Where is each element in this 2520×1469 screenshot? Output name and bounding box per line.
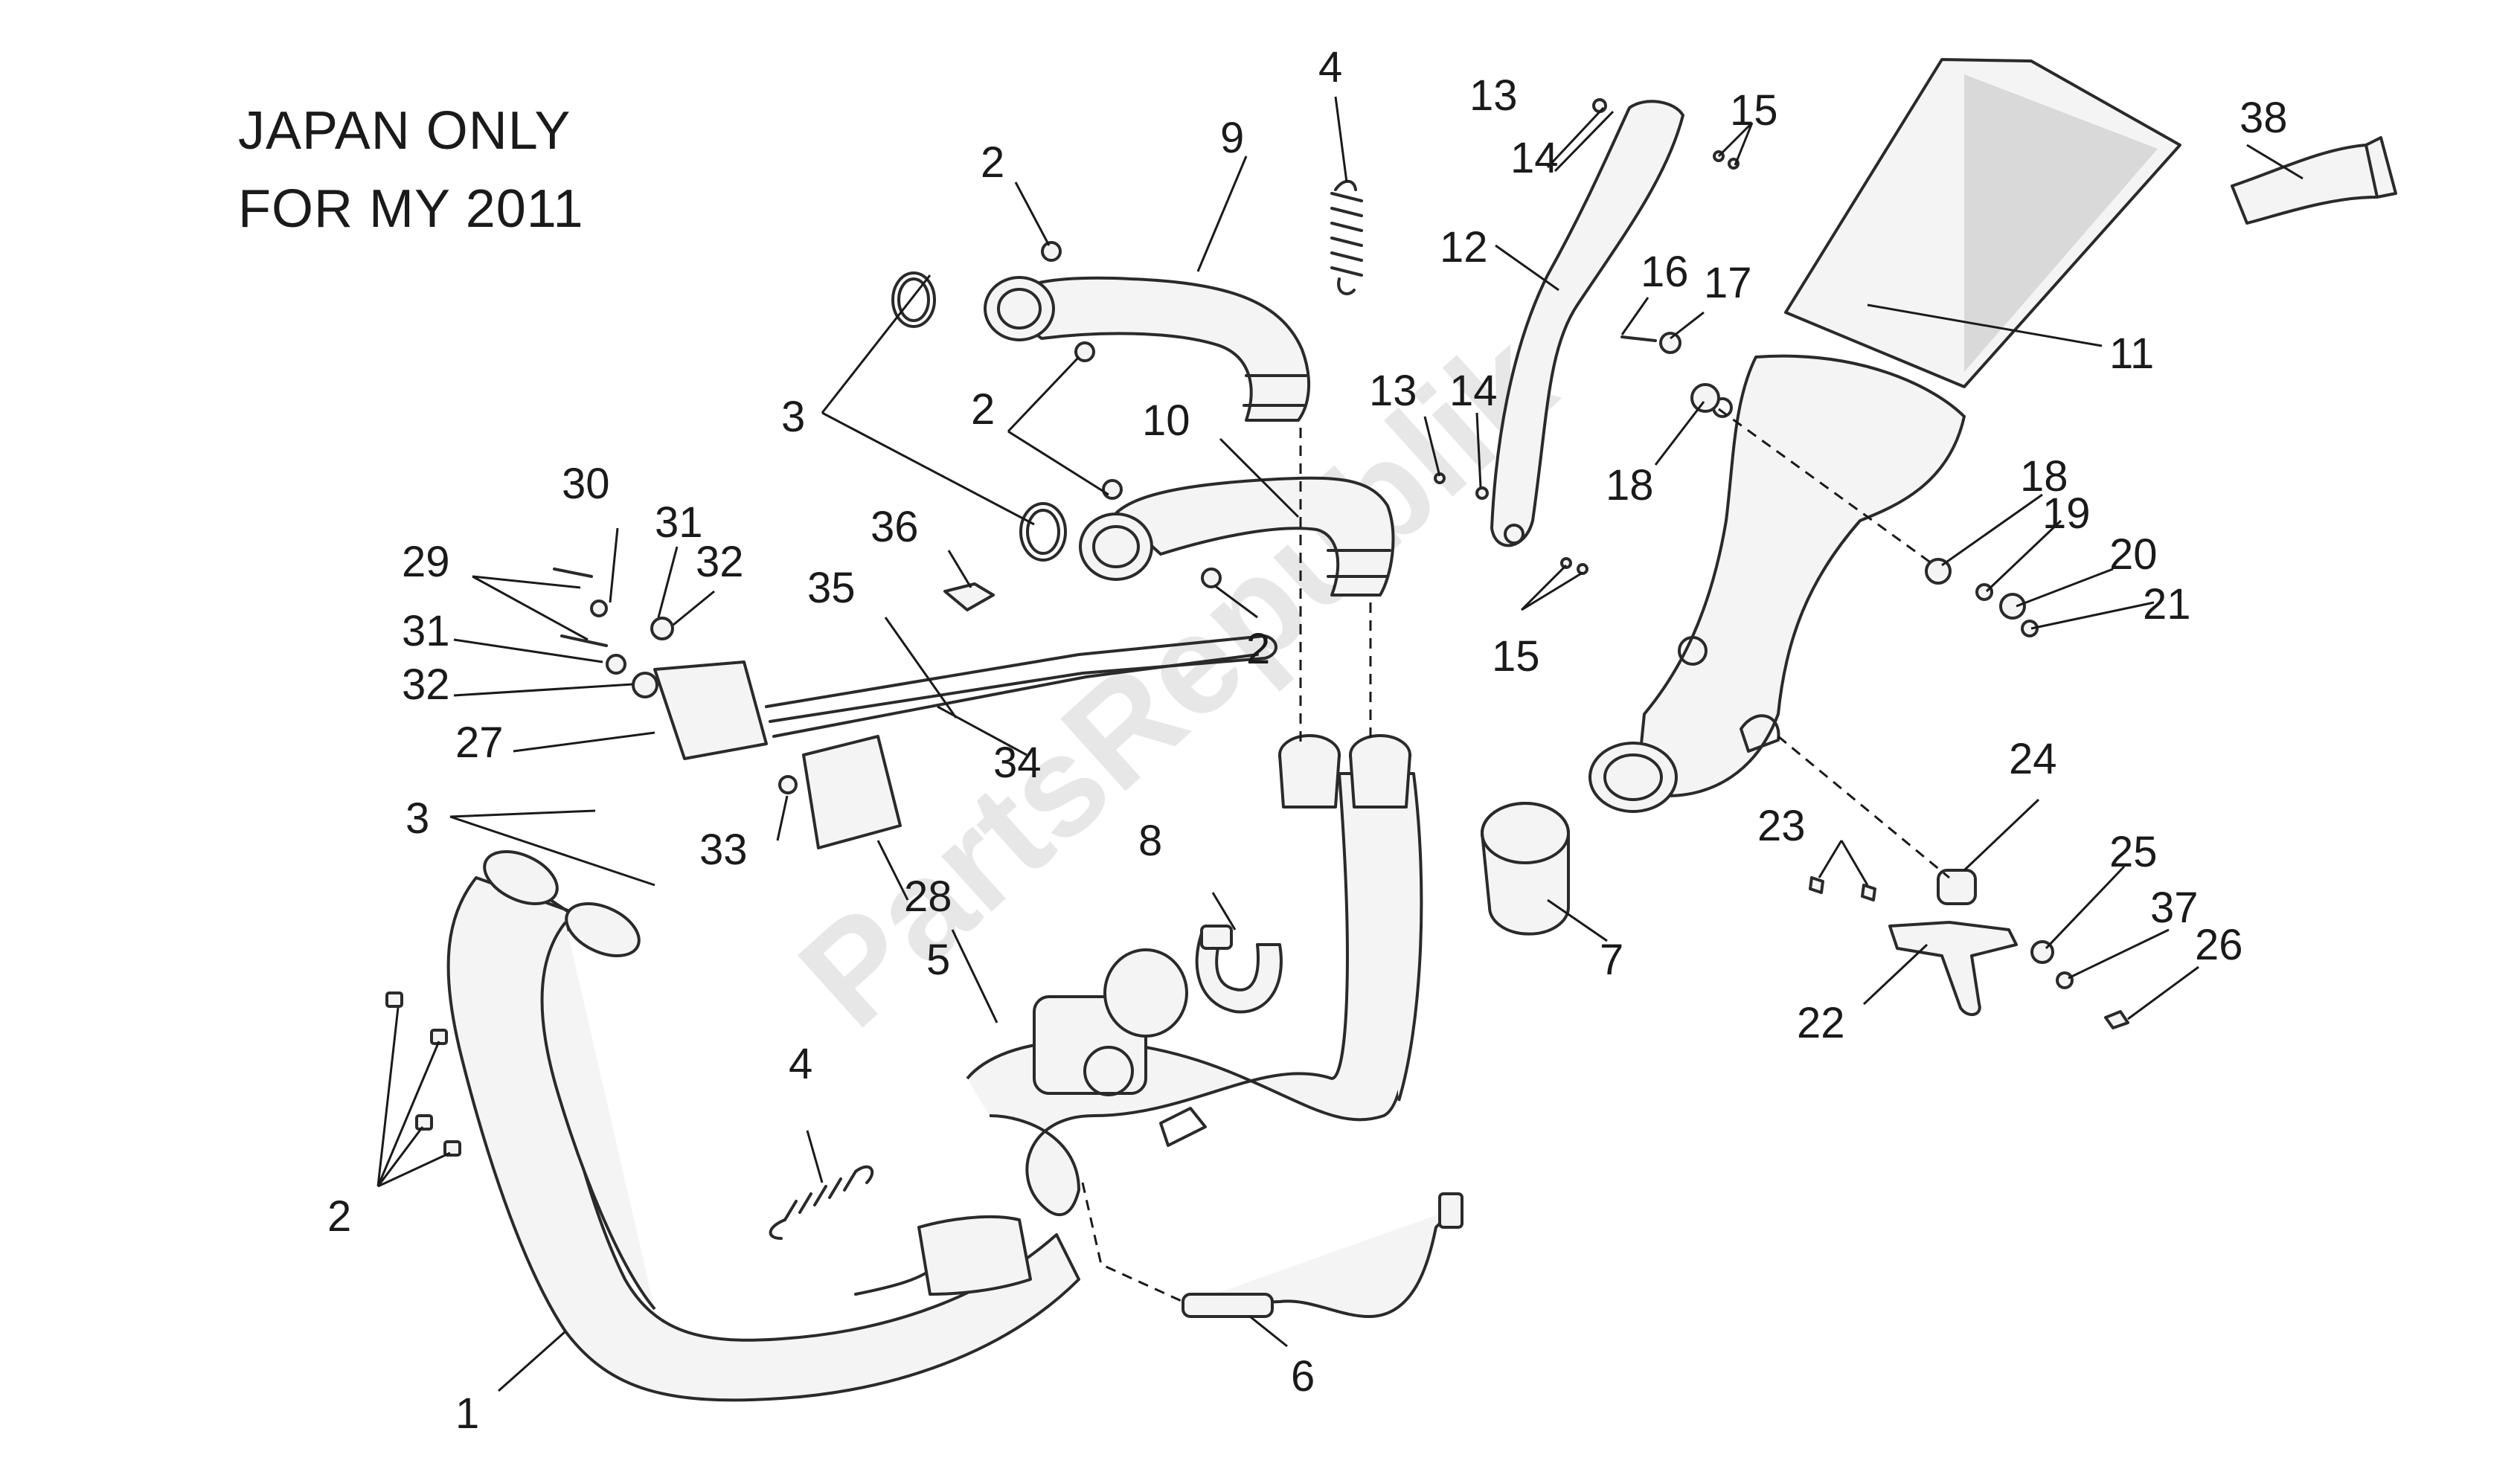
callout-37: 37 — [2150, 884, 2199, 932]
hardware — [385, 98, 2129, 1157]
callout-2: 2 — [971, 385, 995, 434]
heat-shield-bracket — [1490, 100, 1684, 547]
lambda-sensor — [1182, 1192, 1463, 1318]
callout-5: 5 — [926, 936, 950, 984]
callout-13: 13 — [1469, 71, 1518, 120]
callout-14: 14 — [1449, 367, 1498, 415]
callout-4: 4 — [1318, 43, 1342, 91]
callout-6: 6 — [1291, 1352, 1315, 1401]
callout-13: 13 — [1369, 367, 1417, 415]
callout-7: 7 — [1600, 936, 1623, 984]
sleeve — [1481, 802, 1570, 936]
collector-with-valve — [966, 734, 1423, 1217]
callout-23: 23 — [1757, 802, 1806, 850]
clamp — [1195, 925, 1283, 1014]
rubber-24 — [1937, 869, 1977, 905]
spring-lower — [769, 1165, 874, 1240]
callout-30: 30 — [562, 460, 610, 508]
callout-31: 31 — [402, 607, 450, 655]
callout-15: 15 — [1730, 86, 1778, 135]
callout-24: 24 — [2009, 735, 2057, 783]
callout-32: 32 — [696, 538, 744, 586]
callout-4: 4 — [789, 1040, 812, 1088]
cover-plate — [802, 735, 902, 849]
callout-3: 3 — [405, 794, 429, 843]
callout-32: 32 — [402, 660, 450, 709]
callout-29: 29 — [402, 538, 450, 586]
callout-2: 2 — [327, 1192, 351, 1241]
callout-27: 27 — [455, 719, 504, 767]
note-model-year: FOR MY 2011 — [238, 179, 584, 239]
callout-8: 8 — [1138, 817, 1162, 865]
header-pipe-upper — [984, 276, 1310, 422]
callout-17: 17 — [1704, 259, 1752, 307]
callout-15: 15 — [1492, 632, 1540, 681]
callout-16: 16 — [1641, 248, 1689, 296]
valve-actuator — [653, 634, 1277, 760]
callout-34: 34 — [993, 739, 1042, 787]
callout-19: 19 — [2042, 489, 2091, 538]
callout-2: 2 — [981, 138, 1004, 187]
callout-20: 20 — [2109, 530, 2158, 579]
callout-1: 1 — [455, 1389, 479, 1438]
bracket-22 — [1888, 921, 2018, 1016]
callout-10: 10 — [1142, 396, 1190, 445]
spring-upper — [1330, 179, 1363, 295]
pipe-38 — [2231, 136, 2397, 225]
callout-33: 33 — [699, 826, 748, 874]
callout-14: 14 — [1510, 134, 1559, 182]
callout-2: 2 — [1246, 625, 1270, 673]
muffler — [1588, 58, 2181, 813]
callout-26: 26 — [2195, 921, 2243, 969]
callout-22: 22 — [1797, 999, 1845, 1047]
callout-38: 38 — [2240, 94, 2288, 142]
callout-18: 18 — [2020, 452, 2068, 501]
assembly-lines — [1081, 408, 1950, 1303]
callout-18: 18 — [1606, 461, 1654, 510]
callout-3: 3 — [781, 393, 805, 441]
leader-lines — [376, 96, 2303, 1392]
callout-12: 12 — [1440, 223, 1488, 271]
gasket-upper — [891, 271, 1067, 562]
callout-35: 35 — [807, 564, 856, 612]
callout-25: 25 — [2109, 828, 2158, 876]
callout-28: 28 — [904, 872, 952, 921]
header-pipe-lower — [1079, 476, 1395, 597]
note-japan-only: JAPAN ONLY — [238, 101, 571, 161]
callout-9: 9 — [1220, 114, 1244, 162]
callout-31: 31 — [655, 498, 703, 547]
callout-36: 36 — [871, 503, 919, 551]
header-pipes-front — [446, 850, 1080, 1402]
callout-11: 11 — [2109, 330, 2154, 378]
callout-labels: 1 2 2 2 2 3 3 4 4 5 6 7 8 9 10 11 12 13 … — [327, 43, 2288, 1438]
callout-21: 21 — [2143, 580, 2191, 629]
